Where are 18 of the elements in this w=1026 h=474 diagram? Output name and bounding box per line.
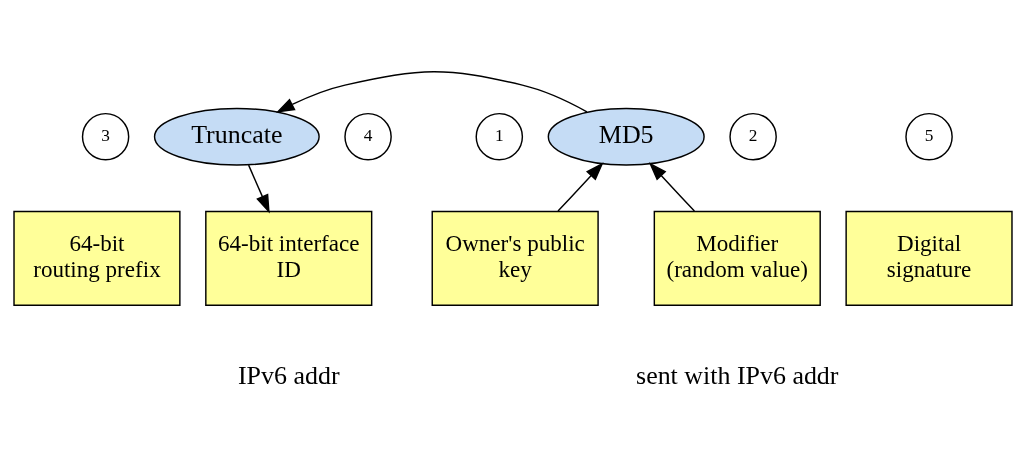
arrow: [557, 161, 604, 212]
node-box: Modifier (random value): [653, 210, 821, 306]
node-circle: 3: [81, 112, 130, 160]
label: IPv6 addr: [237, 360, 340, 390]
node-box: 64-bit routing prefix: [13, 210, 181, 306]
node-box: 64-bit interface ID: [205, 210, 373, 306]
node-ellipse: Truncate: [153, 107, 320, 166]
node-box: Digital signature: [845, 210, 1013, 306]
node-circle: 4: [344, 112, 392, 160]
arrow: [247, 163, 270, 213]
node-box: Owner's public key: [431, 210, 599, 306]
node-circle: 1: [475, 112, 524, 160]
arrow: [275, 70, 588, 113]
node-circle: 2: [729, 112, 777, 160]
label: sent with IPv6 addr: [636, 360, 839, 390]
arrow: [648, 161, 696, 212]
node-ellipse: MD5: [547, 107, 705, 166]
node-circle: 5: [905, 112, 953, 160]
